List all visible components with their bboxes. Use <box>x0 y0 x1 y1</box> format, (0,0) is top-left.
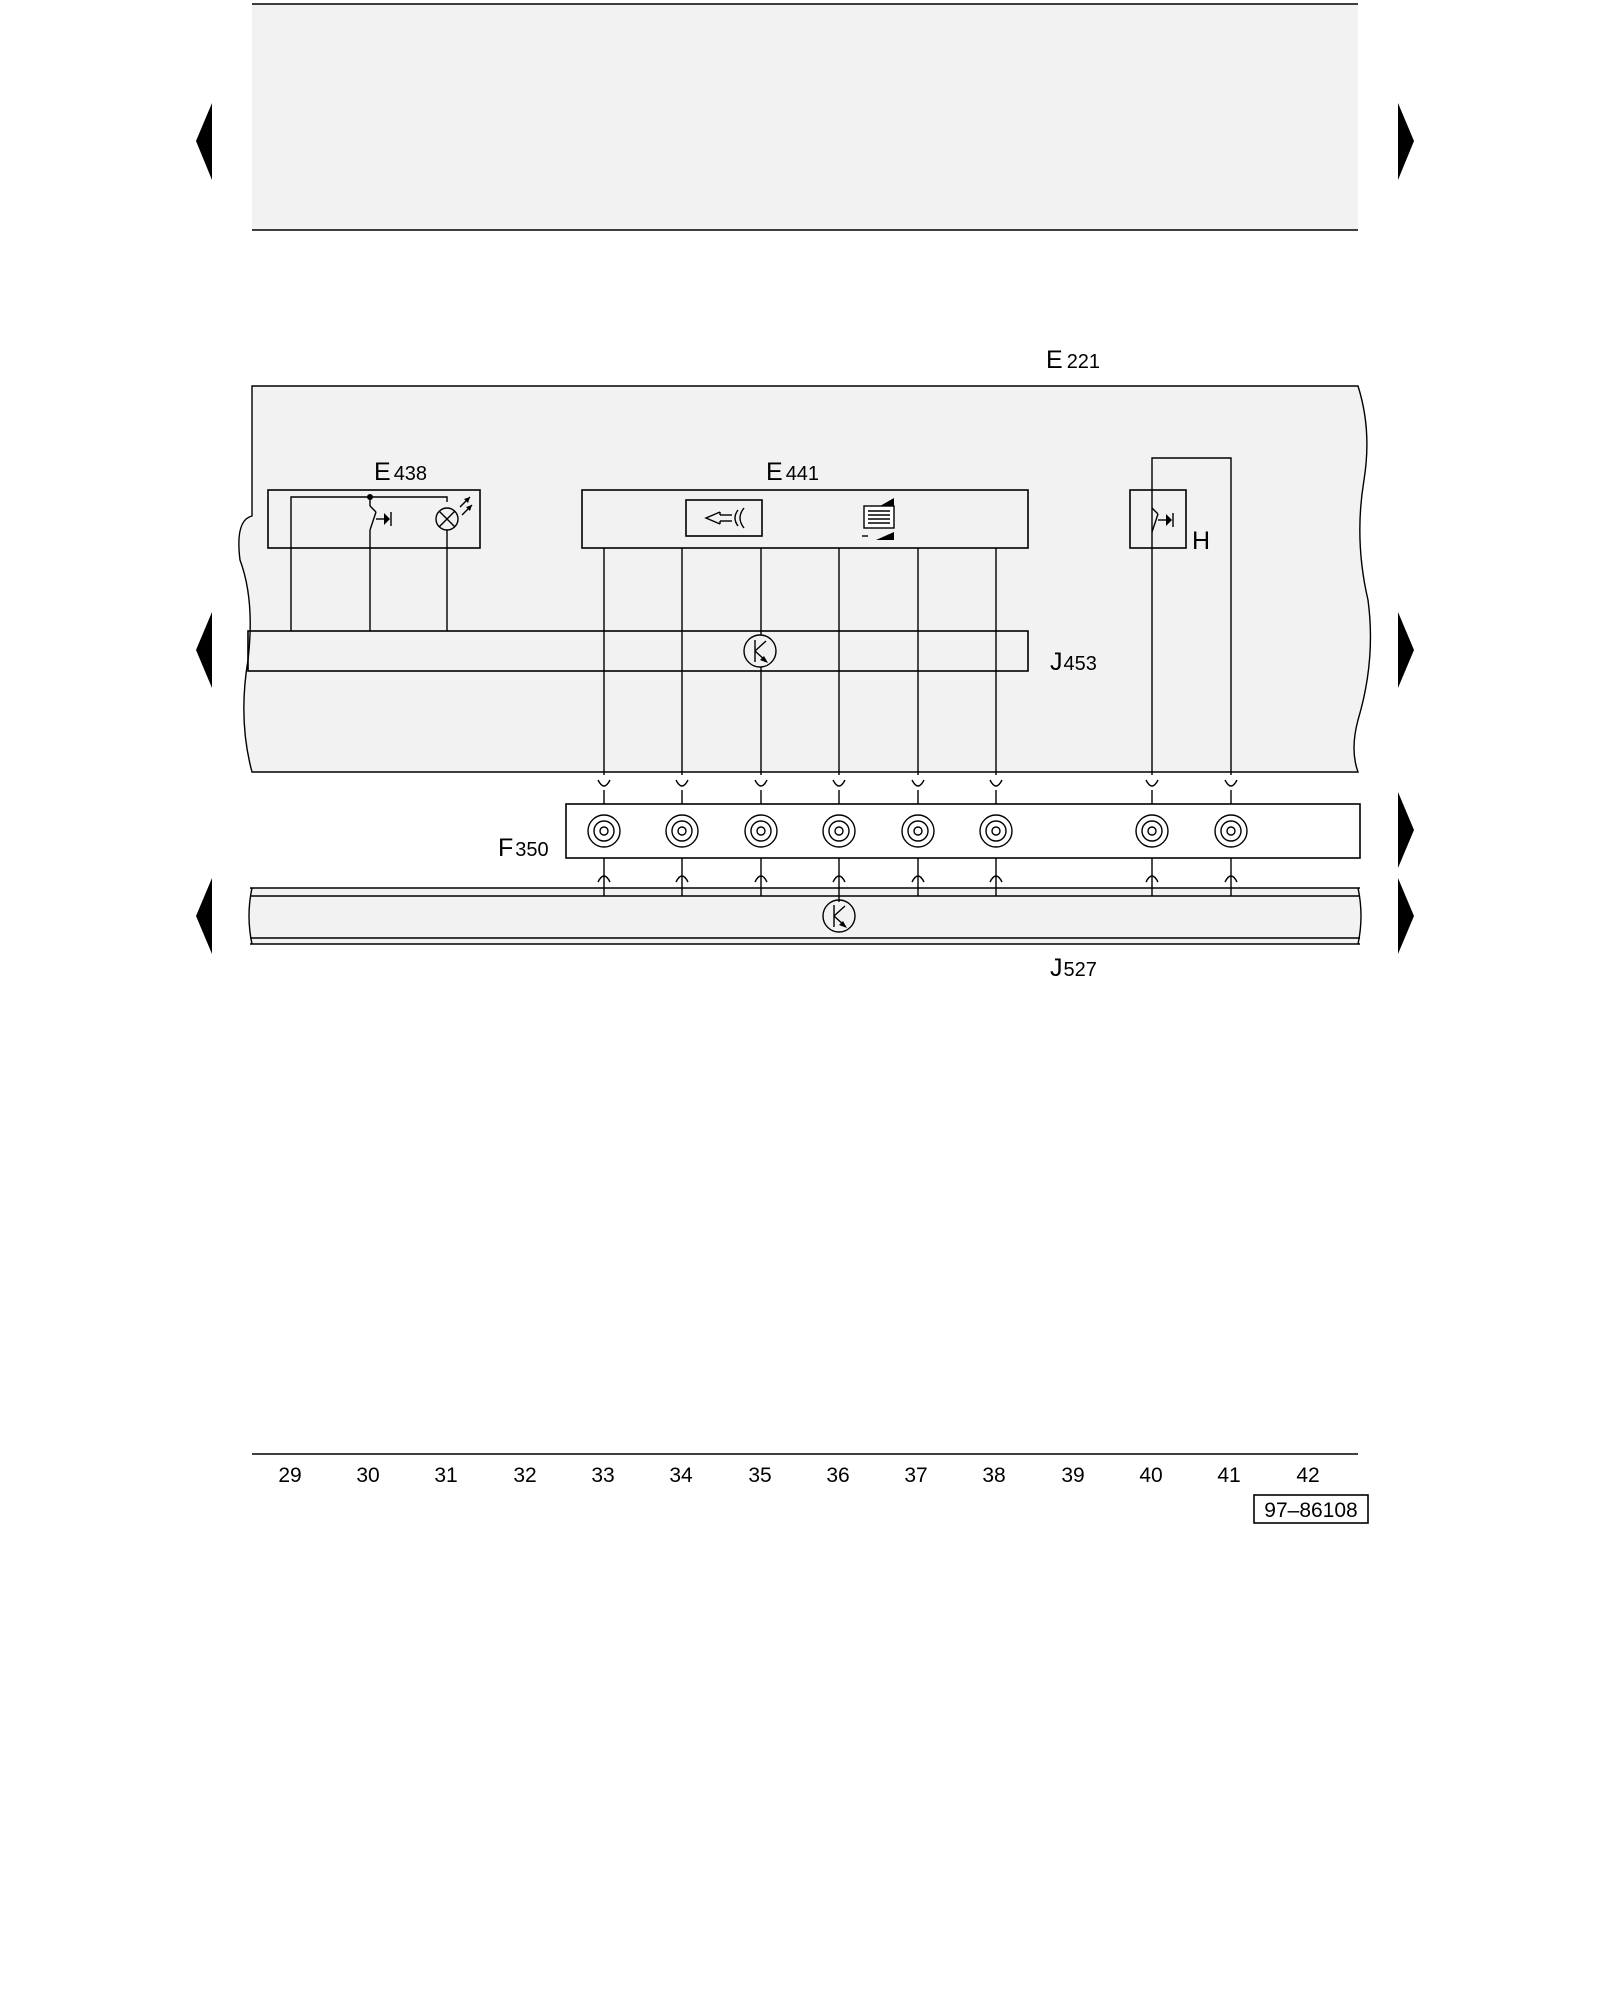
spiral-spring-icon <box>587 814 621 848</box>
control-unit-j453-label: J453 <box>1050 648 1097 676</box>
column-number: 30 <box>356 1464 379 1487</box>
spiral-spring-icon <box>822 814 856 848</box>
column-number: 35 <box>748 1464 771 1487</box>
page-right-arrow-icon[interactable] <box>1398 612 1414 688</box>
column-number: 39 <box>1061 1464 1084 1487</box>
page-left-arrow-icon[interactable] <box>196 878 212 954</box>
nav-arrows <box>196 103 1414 954</box>
horn-contact-label: H <box>1192 527 1210 555</box>
column-number: 33 <box>591 1464 614 1487</box>
column-number: 42 <box>1296 1464 1319 1487</box>
control-unit-j527: J527 <box>248 872 1362 982</box>
wires <box>290 548 1153 775</box>
control-unit-j527-label: J527 <box>1050 954 1097 982</box>
page-left-arrow-icon[interactable] <box>196 612 212 688</box>
transistor-icon <box>743 634 777 668</box>
spiral-spring-icon <box>979 814 1013 848</box>
spiral-spring-icon <box>665 814 699 848</box>
column-number: 40 <box>1139 1464 1162 1487</box>
column-number: 38 <box>982 1464 1005 1487</box>
page-right-arrow-icon[interactable] <box>1398 792 1414 868</box>
control-unit-j453: J453 <box>247 630 1097 676</box>
spiral-spring-icon <box>1214 814 1248 848</box>
column-number: 41 <box>1217 1464 1240 1487</box>
column-number: 29 <box>278 1464 301 1487</box>
spiral-spring-icon <box>1135 814 1169 848</box>
column-ruler: 29 30 31 32 33 34 35 36 37 38 39 40 41 4… <box>252 1453 1358 1487</box>
column-number: 34 <box>669 1464 693 1487</box>
column-number: 36 <box>826 1464 849 1487</box>
upper-connector-marks <box>597 779 1238 787</box>
horn-sound-icon <box>685 499 763 537</box>
page-right-arrow-icon[interactable] <box>1398 103 1414 180</box>
reference-code: 97–86108 <box>1264 1499 1357 1522</box>
spiral-connector-wires <box>603 790 1232 872</box>
reference-code-box: 97–86108 <box>1253 1494 1369 1524</box>
spiral-spring-icon <box>744 814 778 848</box>
column-number: 31 <box>434 1464 457 1487</box>
header-area <box>252 3 1358 231</box>
column-number: 32 <box>513 1464 536 1487</box>
column-number: 37 <box>904 1464 927 1487</box>
transistor-icon <box>822 899 856 933</box>
spiral-spring-icons <box>587 814 1248 848</box>
switch-icon <box>369 505 392 531</box>
page-right-arrow-icon[interactable] <box>1398 878 1414 954</box>
volume-display-icon <box>862 498 895 540</box>
switch-icon <box>1151 507 1174 533</box>
horn-contact: H <box>1129 457 1232 775</box>
page-left-arrow-icon[interactable] <box>196 103 212 180</box>
spiral-spring-icon <box>901 814 935 848</box>
